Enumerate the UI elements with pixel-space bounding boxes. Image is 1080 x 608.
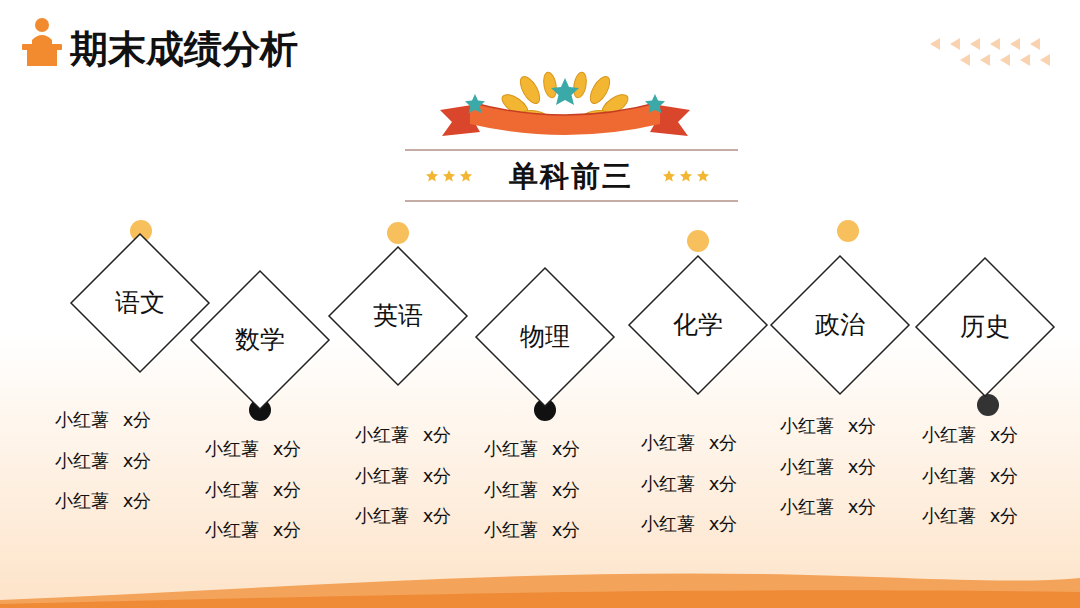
subject-name: 化学 — [673, 310, 723, 340]
diamond-shape — [191, 271, 329, 409]
score-entry: 小红薯 x分 — [205, 437, 301, 461]
subject-diamond: 化学 — [628, 255, 768, 395]
subject-diamond: 物理 — [475, 267, 615, 407]
score-entry: 小红薯 x分 — [780, 455, 876, 479]
score-entry: 小红薯 x分 — [922, 504, 1018, 528]
deco-triangles — [930, 38, 1050, 66]
laurel-banner — [440, 71, 690, 136]
subject-diamond: 英语 — [328, 246, 468, 386]
score-entry: 小红薯 x分 — [355, 504, 451, 528]
score-entry: 小红薯 x分 — [641, 472, 737, 496]
score-entry: 小红薯 x分 — [355, 464, 451, 488]
diamond-shape — [916, 258, 1054, 396]
subject-name: 语文 — [115, 288, 165, 318]
score-entry: 小红薯 x分 — [641, 512, 737, 536]
score-entry: 小红薯 x分 — [484, 518, 580, 542]
diamond-shape — [629, 256, 767, 394]
score-entry: 小红薯 x分 — [780, 414, 876, 438]
subject-diamond: 数学 — [190, 270, 330, 410]
subject-name: 历史 — [960, 312, 1010, 342]
score-entry: 小红薯 x分 — [484, 478, 580, 502]
podium-icon — [22, 18, 62, 66]
page-title: 期末成绩分析 — [70, 24, 298, 74]
rule-line — [405, 150, 738, 151]
subject-diamond: 政治 — [770, 255, 910, 395]
score-entry: 小红薯 x分 — [55, 408, 151, 432]
score-entry: 小红薯 x分 — [205, 518, 301, 542]
score-entry: 小红薯 x分 — [922, 423, 1018, 447]
score-entry: 小红薯 x分 — [922, 464, 1018, 488]
score-entry: 小红薯 x分 — [780, 495, 876, 519]
diamond-shape — [476, 268, 614, 406]
section-heading: 单科前三 — [509, 158, 633, 194]
orange-dots — [130, 220, 859, 252]
rule-line — [405, 201, 738, 202]
score-entry: 小红薯 x分 — [484, 437, 580, 461]
subject-diamond: 语文 — [70, 233, 210, 373]
diamond-shape — [329, 247, 467, 385]
subject-name: 英语 — [373, 301, 423, 331]
subject-name: 政治 — [815, 310, 865, 340]
bottom-wave — [0, 573, 1080, 608]
score-entry: 小红薯 x分 — [355, 423, 451, 447]
score-entry: 小红薯 x分 — [55, 449, 151, 473]
bottom-wave-dark — [0, 590, 1080, 608]
score-entry: 小红薯 x分 — [641, 431, 737, 455]
subject-diamond: 历史 — [915, 257, 1055, 397]
diamond-shape — [771, 256, 909, 394]
diamond-shape — [71, 234, 209, 372]
subject-name: 数学 — [235, 325, 285, 355]
subject-name: 物理 — [520, 322, 570, 352]
black-dots — [249, 394, 999, 421]
score-entry: 小红薯 x分 — [55, 489, 151, 513]
score-entry: 小红薯 x分 — [205, 478, 301, 502]
